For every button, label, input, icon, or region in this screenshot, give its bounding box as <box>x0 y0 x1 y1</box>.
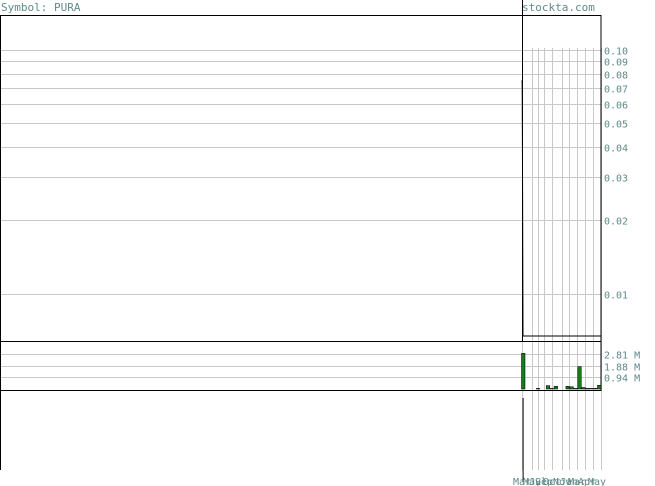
volume-bar <box>573 388 578 390</box>
volume-tick-label: 0.94 M <box>604 374 640 385</box>
volume-tick-label: 1.88 M <box>604 363 640 374</box>
volume-bar <box>593 388 598 390</box>
volume-bar <box>549 388 554 390</box>
volume-tick-label: 2.81 M <box>604 351 640 362</box>
month-label: Sep <box>535 477 553 486</box>
volume-bar <box>521 353 526 390</box>
month-label: Oct <box>543 477 561 486</box>
price-frame <box>0 15 602 342</box>
month-label: May <box>588 477 606 486</box>
volume-bar <box>536 388 541 390</box>
month-label: Mar <box>513 477 531 486</box>
price-tick-label: 0.07 <box>604 85 628 96</box>
month-label: Nov <box>553 477 571 486</box>
volume-frame <box>0 341 602 391</box>
volume-bar <box>585 388 590 390</box>
month-label: Jul <box>529 477 547 486</box>
price-tick-label: 0.02 <box>604 217 628 228</box>
y-axis-labels: 0.100.09 0.08 0.07 0.06 0.05 0.04 0.03 0.02 0.01… <box>604 47 640 385</box>
volume-bar <box>565 386 570 390</box>
price-tick-label: 0.10 <box>604 47 628 58</box>
panel-frames <box>0 0 602 470</box>
price-tick-label: 0.06 <box>604 101 628 112</box>
volume-bar <box>545 385 550 390</box>
month-label: Mar <box>568 477 586 486</box>
volume-bar <box>581 387 586 390</box>
volume-bar <box>553 386 558 390</box>
price-tick-label: 0.04 <box>604 144 628 155</box>
price-tick-label: 0.01 <box>604 291 628 302</box>
price-tick-label: 0.09 <box>604 58 628 69</box>
volume-bar <box>569 386 574 390</box>
volume-bar <box>589 388 594 390</box>
price-tick-label: 0.08 <box>604 71 628 82</box>
volume-bar <box>577 366 582 390</box>
price-tick-label: 0.03 <box>604 174 628 185</box>
volume-panel <box>521 353 602 390</box>
price-line <box>521 80 601 337</box>
price-tick-label: 0.05 <box>604 120 628 131</box>
volume-bar <box>597 385 602 390</box>
site-label: stockta.com <box>522 1 595 14</box>
symbol-label: Symbol: PURA <box>1 1 81 14</box>
month-label: May <box>523 477 541 486</box>
price-panel <box>521 80 601 337</box>
month-label: Jan <box>560 477 578 486</box>
month-label: Apr <box>578 477 596 486</box>
grid-layer <box>1 48 602 470</box>
